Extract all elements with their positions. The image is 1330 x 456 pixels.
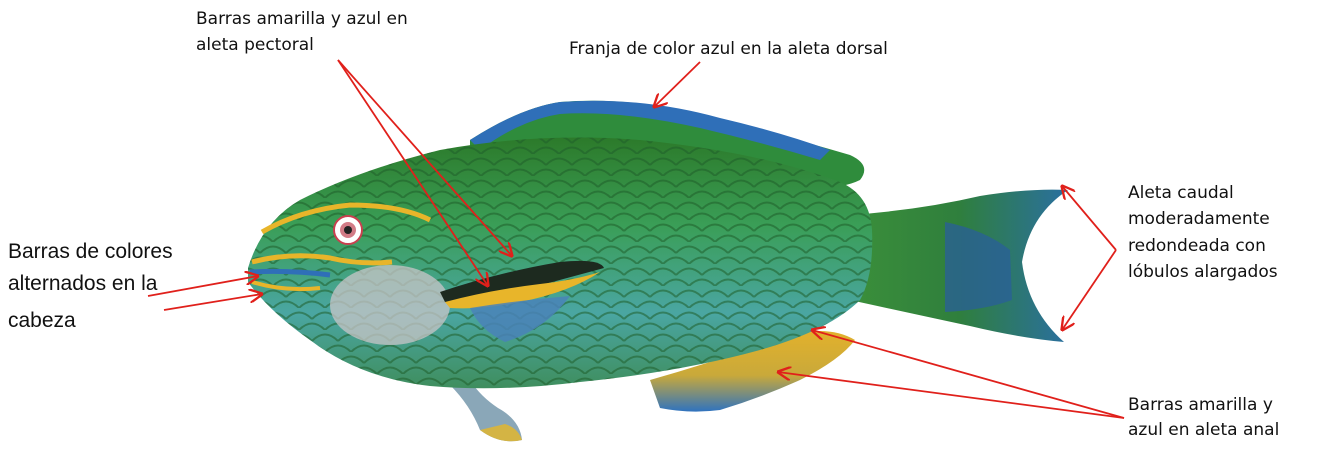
label-anal-line-1: Barras amarilla y [1128, 393, 1279, 418]
label-dorsal-line-1: Franja de color azul en la aleta dorsal [569, 38, 888, 62]
arrow-caudal-upper [1062, 186, 1116, 250]
eye [334, 216, 362, 244]
label-dorsal-fin: Franja de color azul en la aleta dorsal [569, 38, 888, 62]
label-caudal-line-1: Aleta caudal [1128, 180, 1278, 206]
label-pectoral-line-2: aleta pectoral [196, 32, 408, 58]
label-head-line-2: alternados en la [8, 268, 173, 300]
label-caudal-line-3: redondeada con [1128, 233, 1278, 259]
cheek-patch [330, 265, 450, 345]
arrow-head-lower [164, 294, 262, 310]
label-caudal-fin: Aleta caudal moderadamente redondeada co… [1128, 180, 1278, 285]
arrow-anal-lower [778, 372, 1124, 418]
label-pectoral-fin: Barras amarilla y azul en aleta pectoral [196, 6, 408, 59]
label-caudal-line-4: lóbulos alargados [1128, 259, 1278, 285]
label-head-bars: Barras de colores alternados en la cabez… [8, 236, 173, 337]
label-caudal-line-2: moderadamente [1128, 206, 1278, 232]
arrow-dorsal [654, 62, 700, 107]
label-pectoral-line-1: Barras amarilla y azul en [196, 6, 408, 32]
arrow-caudal-lower [1062, 250, 1116, 330]
label-head-line-3: cabeza [8, 305, 173, 337]
label-head-line-1: Barras de colores [8, 236, 173, 268]
label-anal-fin: Barras amarilla y azul en aleta anal [1128, 393, 1279, 442]
arrow-anal-upper [812, 330, 1124, 418]
label-anal-line-2: azul en aleta anal [1128, 418, 1279, 443]
